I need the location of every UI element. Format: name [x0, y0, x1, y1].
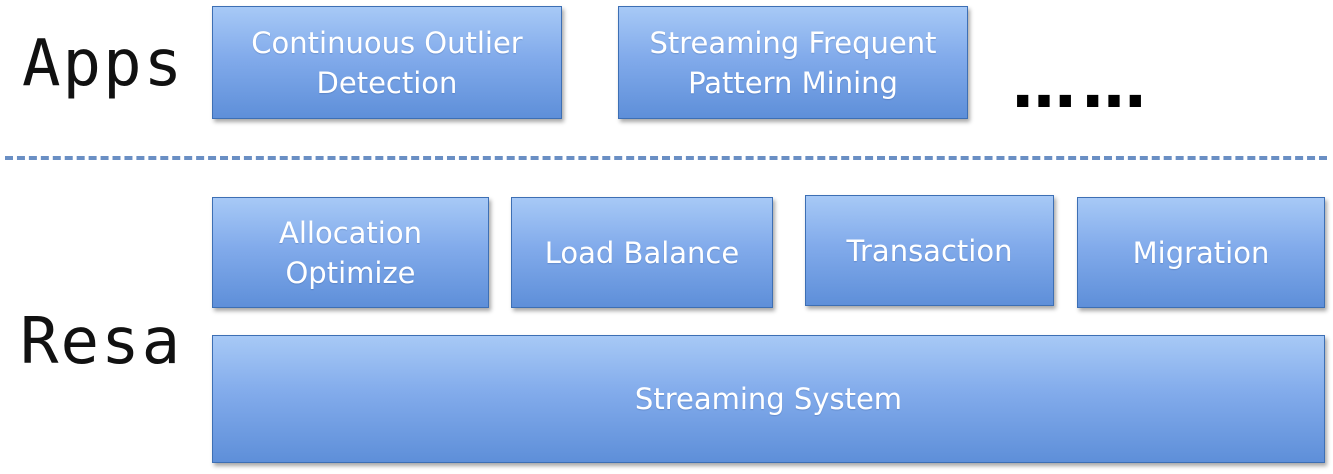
- module-box-label: Migration: [1132, 235, 1270, 270]
- base-box-label: Streaming System: [634, 382, 903, 416]
- module-box-load-balance: Load Balance: [511, 197, 773, 308]
- app-box-label: Continuous Outlier Detection: [251, 25, 523, 100]
- base-box-streaming-system: Streaming System: [212, 335, 1325, 463]
- module-box-label: Load Balance: [544, 235, 740, 270]
- module-box-migration: Migration: [1077, 197, 1325, 308]
- module-box-label: Transaction: [846, 233, 1013, 268]
- module-box-allocation-optimize: Allocation Optimize: [212, 197, 489, 308]
- app-box-streaming-frequent-pattern-mining: Streaming Frequent Pattern Mining: [618, 6, 968, 119]
- module-box-transaction: Transaction: [805, 195, 1054, 306]
- app-box-label: Streaming Frequent Pattern Mining: [649, 25, 937, 100]
- app-box-continuous-outlier-detection: Continuous Outlier Detection: [212, 6, 562, 119]
- apps-layer-label: Apps: [22, 27, 185, 101]
- resa-layer-label: Resa: [20, 305, 183, 379]
- layer-divider: [5, 156, 1327, 160]
- module-box-label: Allocation Optimize: [279, 215, 422, 290]
- more-apps-ellipsis: ……: [1012, 49, 1152, 123]
